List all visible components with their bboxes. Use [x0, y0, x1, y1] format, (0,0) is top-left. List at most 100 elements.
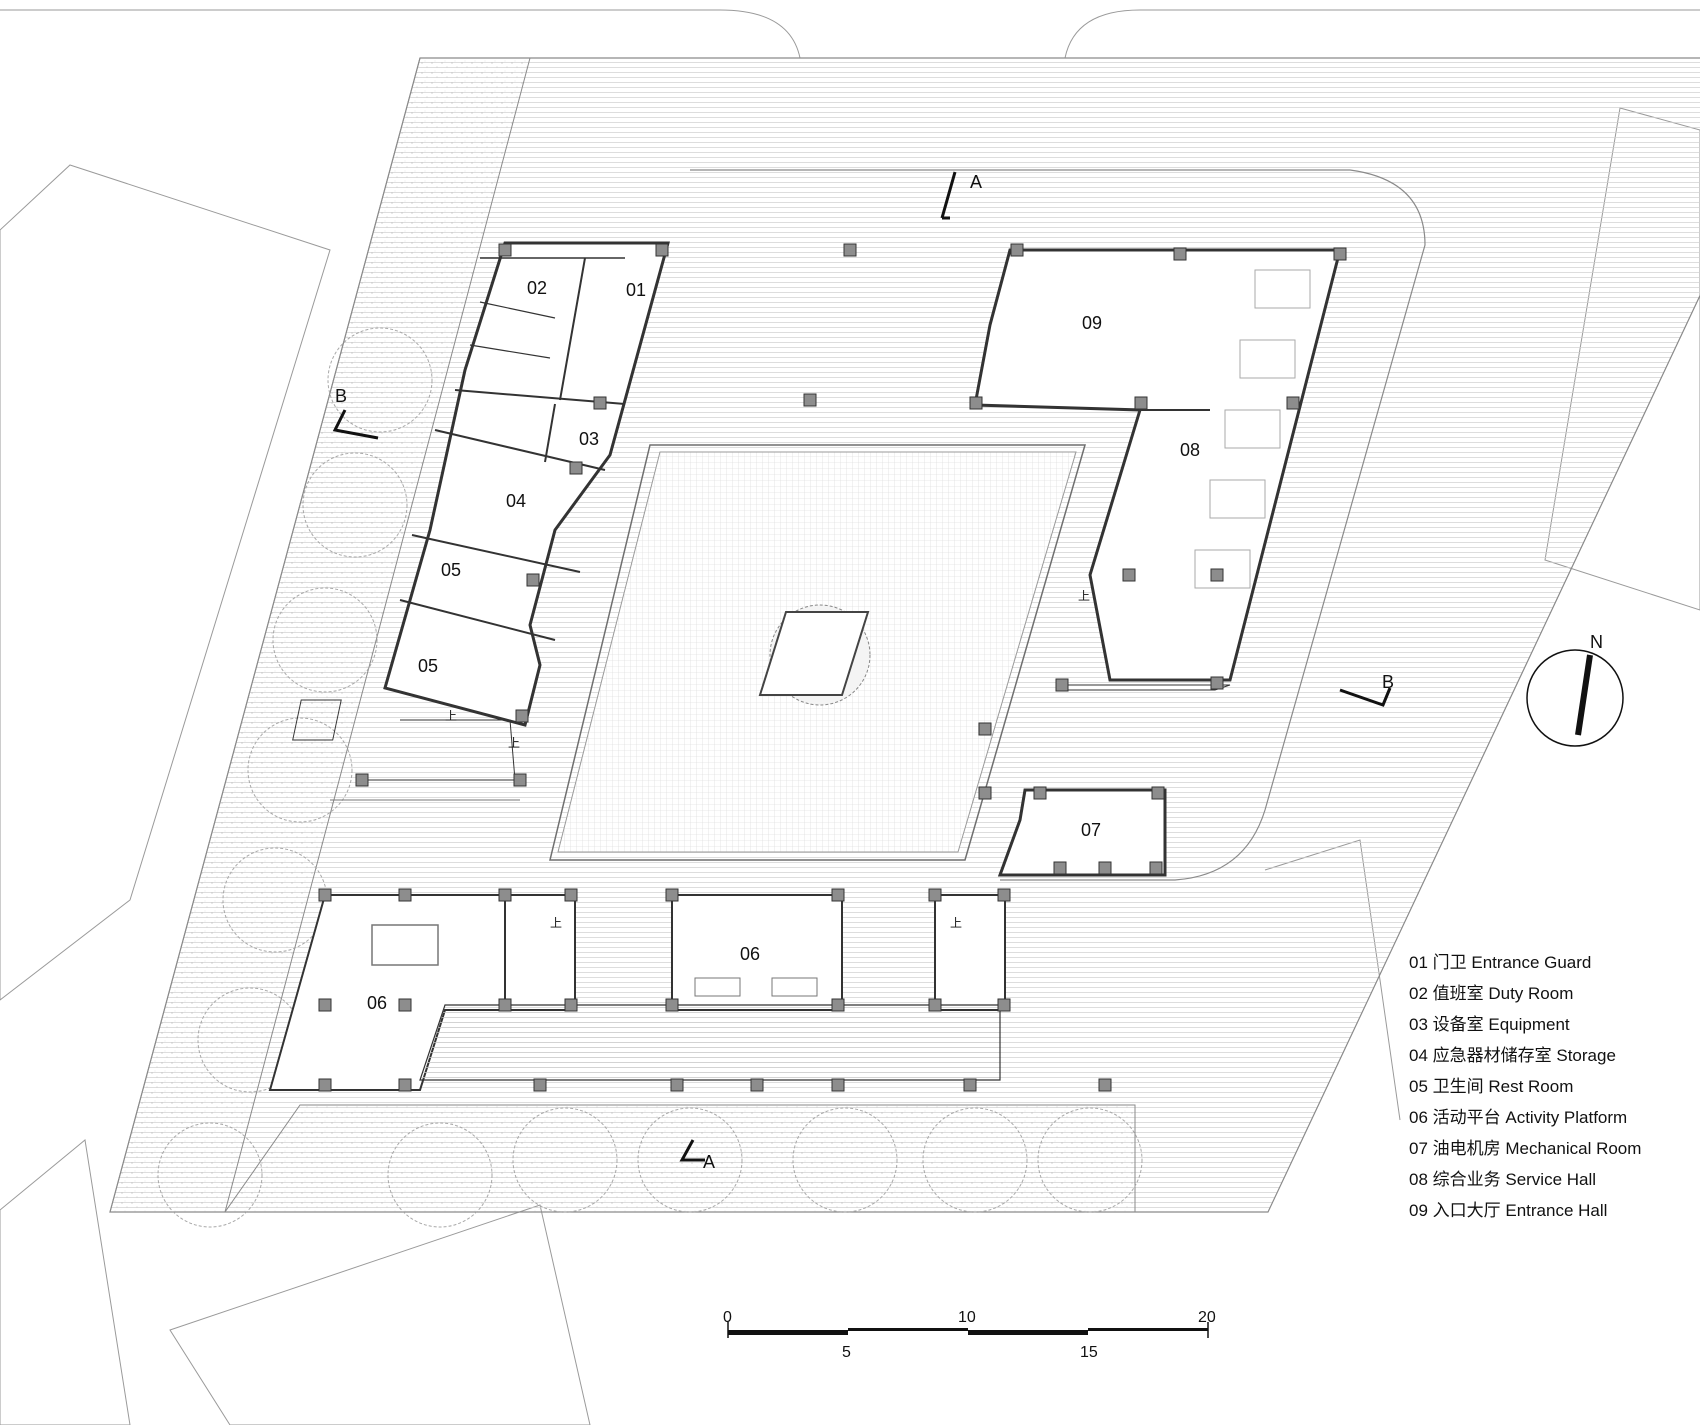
column [969, 396, 983, 410]
room-label-02: 02 [527, 278, 547, 298]
legend: 01 门卫 Entrance Guard 02 值班室 Duty Room 03 设… [1409, 953, 1641, 1220]
room-label-08: 08 [1180, 440, 1200, 460]
tree-canopy [272, 587, 378, 693]
section-marks [332, 171, 1392, 1162]
column [1210, 676, 1224, 690]
planting-strip-west [109, 57, 1136, 1213]
legend-item: 04 应急器材储存室 Storage [1409, 1046, 1616, 1065]
legend-item: 09 入口大厅 Entrance Hall [1409, 1201, 1607, 1220]
column [355, 773, 369, 787]
legend-item: 07 油电机房 Mechanical Room [1409, 1139, 1641, 1158]
section-mark-b-west [332, 409, 379, 440]
column [1053, 861, 1067, 875]
legend-item: 08 综合业务 Service Hall [1409, 1170, 1596, 1189]
column [1098, 861, 1112, 875]
section-mark-a-north [940, 171, 957, 219]
legend-item: 02 值班室 Duty Room [1409, 984, 1573, 1003]
column [593, 396, 607, 410]
column [526, 573, 540, 587]
legend-item: 05 卫生间 Rest Room [1409, 1077, 1573, 1096]
column [398, 1078, 412, 1092]
tree-canopy [792, 1107, 898, 1213]
column [498, 888, 512, 902]
column [1173, 247, 1187, 261]
central-courtyard [549, 444, 1086, 861]
legend-item: 03 设备室 Equipment [1409, 1015, 1570, 1034]
desk [1209, 479, 1266, 519]
column [978, 722, 992, 736]
south-platform [268, 894, 1006, 1091]
section-label-a-south: A [703, 1152, 715, 1172]
column [569, 461, 583, 475]
room-label-04: 04 [506, 491, 526, 511]
column [750, 1078, 764, 1092]
tree-canopy [247, 717, 353, 823]
scale-tick-20: 20 [1198, 1309, 1216, 1326]
service-desks [1194, 269, 1311, 589]
column [533, 1078, 547, 1092]
column [803, 393, 817, 407]
column [655, 243, 669, 257]
column [831, 1078, 845, 1092]
mechanical-room-block [997, 788, 1167, 877]
column [963, 1078, 977, 1092]
tree-canopy [302, 452, 408, 558]
desk [1224, 409, 1281, 449]
column [513, 773, 527, 787]
column [398, 998, 412, 1012]
column [398, 888, 412, 902]
desk [1239, 339, 1296, 379]
column [978, 786, 992, 800]
column [831, 888, 845, 902]
section-mark-a-south [679, 1139, 705, 1162]
desk [1194, 549, 1251, 589]
room-label-09: 09 [1082, 313, 1102, 333]
column [498, 243, 512, 257]
tree-canopy [157, 1122, 263, 1228]
stair-up-label: 上 [550, 916, 562, 930]
structural-columns [318, 243, 1347, 1092]
column [1033, 786, 1047, 800]
room-label-05-lower: 05 [418, 656, 438, 676]
stair-up-label: 上 [508, 736, 520, 750]
column [1333, 247, 1347, 261]
north-arrow: N [1526, 632, 1624, 747]
column [1010, 243, 1024, 257]
west-building [383, 241, 670, 727]
scale-tick-15: 15 [1080, 1344, 1098, 1361]
column [1286, 396, 1300, 410]
column [665, 998, 679, 1012]
column [564, 998, 578, 1012]
column [1151, 786, 1165, 800]
legend-item: 06 活动平台 Activity Platform [1409, 1108, 1627, 1127]
column [1149, 861, 1163, 875]
column [318, 998, 332, 1012]
column [843, 243, 857, 257]
column [831, 998, 845, 1012]
column [1098, 1078, 1112, 1092]
column [997, 888, 1011, 902]
room-label-06-center: 06 [740, 944, 760, 964]
scale-tick-10: 10 [958, 1309, 976, 1326]
column [928, 998, 942, 1012]
legend-item: 01 门卫 Entrance Guard [1409, 953, 1591, 972]
column [928, 888, 942, 902]
column [997, 998, 1011, 1012]
column [318, 1078, 332, 1092]
tree-canopy [922, 1107, 1028, 1213]
column [515, 709, 529, 723]
room-label-03: 03 [579, 429, 599, 449]
column [498, 998, 512, 1012]
tree-canopy [327, 327, 433, 433]
column [318, 888, 332, 902]
room-label-01: 01 [626, 280, 646, 300]
desk [1254, 269, 1311, 309]
tree-canopy [387, 1122, 493, 1228]
stair-up-label: 上 [1078, 589, 1090, 603]
section-mark-b-east [1339, 687, 1392, 707]
section-label-b-east: B [1382, 672, 1394, 692]
room-label-06-west: 06 [367, 993, 387, 1013]
stair-up-labels: 上 上 上 上 上 [445, 589, 1090, 930]
